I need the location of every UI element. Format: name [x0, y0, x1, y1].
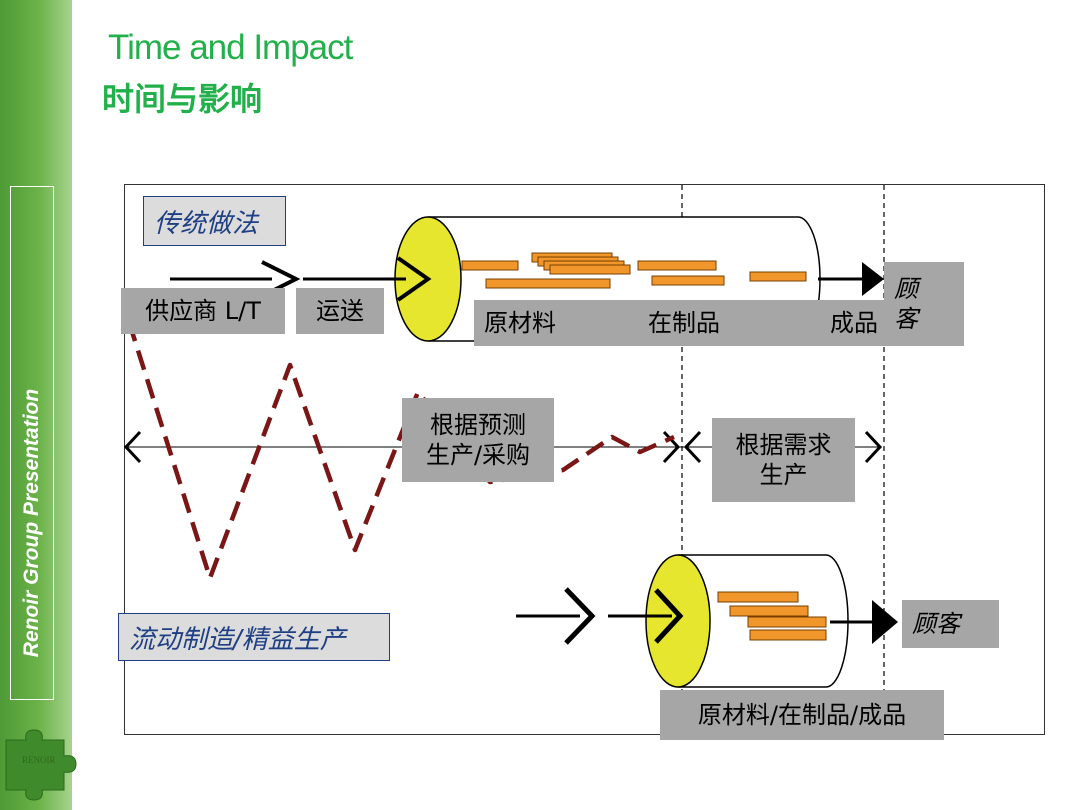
page-subtitle: 时间与影响 — [102, 80, 263, 118]
logo-text: RENOIR — [22, 755, 56, 765]
traditional-inventory — [461, 252, 807, 289]
lean-inventory — [717, 591, 827, 641]
stock-stages-bar: 原材料 在制品 成品 — [474, 300, 884, 346]
wip-label: 在制品 — [648, 309, 720, 337]
timeline-mid-left-arrowhead — [683, 430, 702, 464]
transport-label: 运送 — [296, 288, 384, 334]
timeline-left-arrowhead — [123, 430, 142, 464]
finished-goods-label: 成品 — [830, 309, 878, 337]
demand-production-label: 根据需求 生产 — [712, 418, 855, 502]
timeline-right-arrowhead — [864, 430, 883, 464]
sidebar: Renoir Group Presentation — [0, 0, 72, 810]
raw-material-label: 原材料 — [484, 309, 556, 337]
traditional-method-label: 传统做法 — [143, 196, 286, 246]
supplier-lead-time-label: 供应商 L/T — [121, 288, 285, 334]
arrowhead-transport — [396, 256, 432, 302]
page-title: Time and Impact — [108, 28, 353, 67]
diagram-frame — [124, 184, 1045, 735]
sidebar-frame — [10, 186, 54, 700]
lean-customer-label: 顾客 — [902, 600, 999, 648]
lean-method-label: 流动制造/精益生产 — [118, 613, 390, 661]
lean-stock-label: 原材料/在制品/成品 — [660, 690, 944, 740]
traditional-customer-label: 顾 客 — [884, 262, 964, 346]
forecast-production-label: 根据预测 生产/采购 — [402, 398, 554, 482]
